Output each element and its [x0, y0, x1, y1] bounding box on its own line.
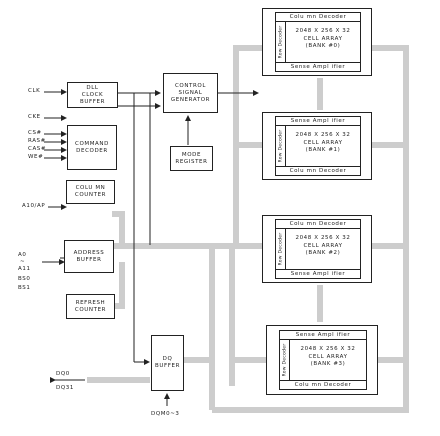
- bank-3-column-decoder: Colu mn Decoder: [280, 380, 366, 389]
- bank-1-row-decoder-label: Row Decoder: [278, 129, 283, 163]
- bank-1-cell-array-label: CELL ARRAY: [303, 139, 343, 146]
- bank-2-cell-array-label: CELL ARRAY: [303, 242, 343, 249]
- signal-dq31: DQ31: [56, 385, 74, 391]
- command-decoder-label: COMMAND DECODER: [75, 140, 109, 154]
- bank-2-array: Colu mn Decoder Sense Ampl ifier Row Dec…: [275, 219, 361, 279]
- address-buffer: ADDRESS BUFFER: [64, 240, 114, 273]
- bank-0-size: 2048 X 256 X 32: [295, 28, 351, 34]
- bus-column-counter: [112, 211, 125, 246]
- signal-ras: RAS#: [28, 138, 46, 144]
- column-counter-label: COLU MN COUNTER: [74, 185, 107, 198]
- bank-3-sense-amplifier: Sense Ampl ifier: [280, 331, 366, 340]
- bank-1-sense-amplifier: Sense Ampl ifier: [276, 117, 360, 126]
- bus-right-return: [212, 45, 409, 413]
- signal-dq0: DQ0: [56, 371, 70, 377]
- column-counter: COLU MN COUNTER: [66, 180, 115, 204]
- refresh-counter: REFRESH COUNTER: [66, 294, 115, 319]
- bank-3-row-decoder-label: Row Decoder: [282, 343, 287, 377]
- mode-register: MODE REGISTER: [170, 146, 213, 171]
- signal-bs0: BS0: [18, 276, 31, 282]
- signal-a0: A0: [18, 252, 27, 258]
- bank-3-row-decoder: Row Decoder: [280, 340, 290, 380]
- signal-dq-range-tilde: ~: [58, 378, 64, 384]
- signal-a10-ap: A10/AP: [22, 203, 46, 209]
- bank-3-bank-label: (BANK #3): [310, 361, 346, 367]
- bank-2-row-decoder: Row Decoder: [276, 229, 286, 269]
- bank-2-bank-label: (BANK #2): [305, 250, 341, 256]
- bank-2-cell-array: 2048 X 256 X 32 CELL ARRAY (BANK #2): [288, 235, 358, 258]
- bus-lines: [87, 45, 409, 413]
- bank-1-array: Sense Ampl ifier Colu mn Decoder Row Dec…: [275, 116, 361, 176]
- bank-0: Colu mn Decoder Sense Ampl ifier Row Dec…: [262, 8, 372, 76]
- mode-register-label: MODE REGISTER: [175, 151, 208, 165]
- bank-2-row-decoder-label: Row Decoder: [278, 232, 283, 266]
- signal-cas: CAS#: [28, 146, 47, 152]
- bank-2: Colu mn Decoder Sense Ampl ifier Row Dec…: [262, 215, 372, 283]
- bank-3-array: Sense Ampl ifier Colu mn Decoder Row Dec…: [279, 330, 367, 390]
- bank-3: Sense Ampl ifier Colu mn Decoder Row Dec…: [266, 325, 378, 395]
- signal-cke: CKE: [28, 114, 41, 120]
- bank-2-column-decoder: Colu mn Decoder: [276, 220, 360, 229]
- dq-buffer-label: DQ BUFFER: [154, 356, 181, 369]
- bank-1-column-decoder: Colu mn Decoder: [276, 166, 360, 175]
- control-signal-generator: CONTROL SIGNAL GENERATOR: [163, 73, 218, 113]
- bank-0-sense-amplifier: Sense Ampl ifier: [276, 62, 360, 71]
- bank-1: Sense Ampl ifier Colu mn Decoder Row Dec…: [262, 112, 372, 180]
- signal-clk: CLK: [28, 88, 41, 94]
- signal-dqm: DQM0~3: [151, 411, 180, 417]
- bus-refresh: [112, 262, 125, 309]
- bank-0-cell-array-label: CELL ARRAY: [303, 35, 343, 42]
- command-decoder: COMMAND DECODER: [67, 125, 117, 170]
- bank-1-cell-array: 2048 X 256 X 32 CELL ARRAY (BANK #1): [288, 132, 358, 155]
- bank-1-row-decoder: Row Decoder: [276, 126, 286, 166]
- bank-0-row-decoder: Row Decoder: [276, 22, 286, 62]
- control-signal-generator-label: CONTROL SIGNAL GENERATOR: [170, 82, 211, 103]
- dll-clock-buffer: DLL CLOCK BUFFER: [67, 82, 118, 108]
- dll-clock-buffer-label: DLL CLOCK BUFFER: [79, 84, 106, 105]
- signal-cs: CS#: [28, 130, 42, 136]
- bank-3-size: 2048 X 256 X 32: [300, 346, 356, 352]
- signal-a11: A11: [18, 266, 31, 272]
- bank-0-bank-label: (BANK #0): [305, 43, 341, 49]
- dq-buffer: DQ BUFFER: [151, 335, 184, 391]
- signal-we: WE#: [28, 154, 44, 160]
- signal-a-range-tilde: ~: [20, 259, 26, 265]
- bank-2-sense-amplifier: Sense Ampl ifier: [276, 269, 360, 278]
- bank-0-column-decoder: Colu mn Decoder: [276, 13, 360, 22]
- bank-0-row-decoder-label: Row Decoder: [278, 25, 283, 59]
- bank-0-array: Colu mn Decoder Sense Ampl ifier Row Dec…: [275, 12, 361, 72]
- refresh-counter-label: REFRESH COUNTER: [74, 299, 107, 313]
- bank-1-bank-label: (BANK #1): [305, 147, 341, 153]
- bank-1-size: 2048 X 256 X 32: [295, 132, 351, 138]
- address-buffer-label: ADDRESS BUFFER: [73, 249, 105, 263]
- bank-2-size: 2048 X 256 X 32: [295, 235, 351, 241]
- bank-0-cell-array: 2048 X 256 X 32 CELL ARRAY (BANK #0): [288, 28, 358, 51]
- bank-3-cell-array: 2048 X 256 X 32 CELL ARRAY (BANK #3): [292, 346, 364, 369]
- bank-3-cell-array-label: CELL ARRAY: [308, 353, 348, 360]
- signal-bs1: BS1: [18, 285, 31, 291]
